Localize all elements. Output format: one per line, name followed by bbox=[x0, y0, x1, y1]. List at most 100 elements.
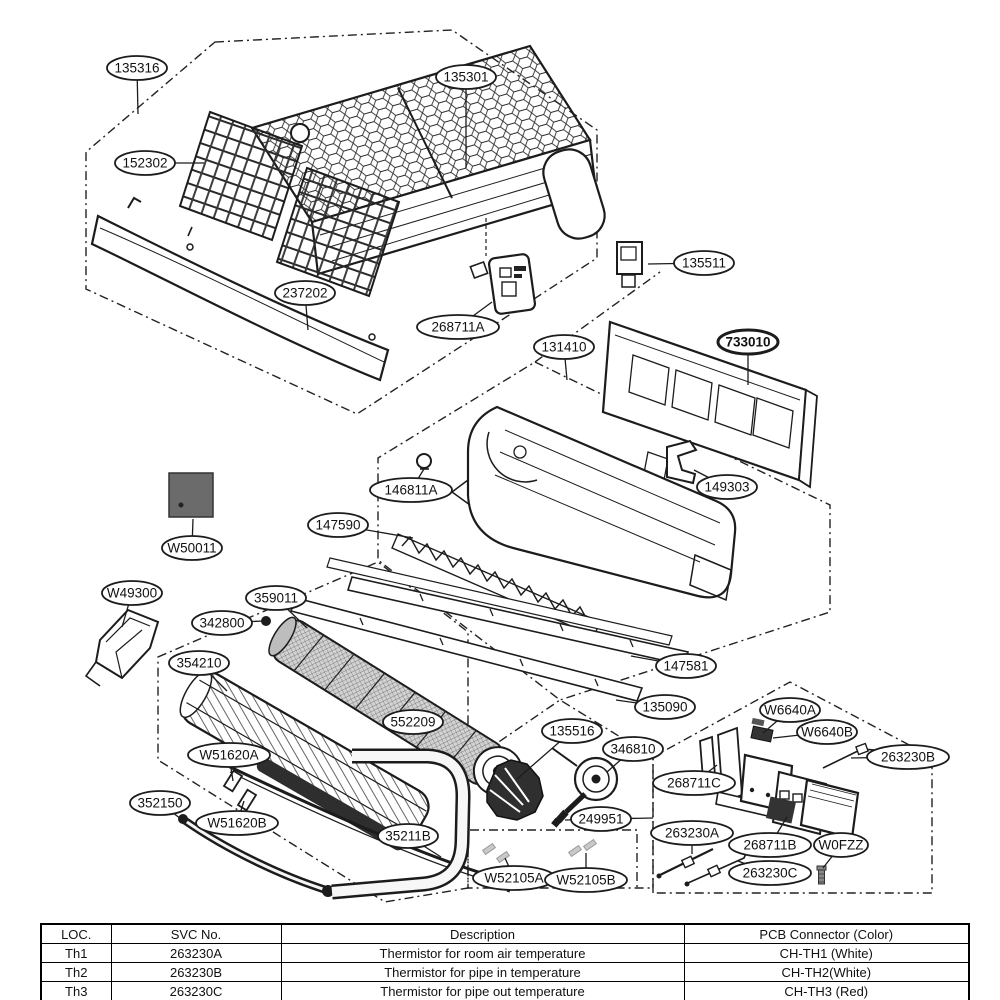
cell-pcb-connector: CH-TH3 (Red) bbox=[683, 981, 970, 1000]
cell-pcb-connector: CH-TH1 (White) bbox=[683, 943, 970, 963]
part-number: 346810 bbox=[610, 742, 655, 757]
callout-ellipse bbox=[634, 694, 696, 720]
cell-pcb-connector: CH-TH2(White) bbox=[683, 962, 970, 982]
part-label-W6640B: W6640B bbox=[772, 719, 858, 745]
callout-ellipse bbox=[813, 832, 869, 858]
part-number: 263230C bbox=[743, 866, 798, 881]
part-number: W6640B bbox=[801, 725, 853, 740]
part-label-W49300: W49300 bbox=[101, 580, 163, 628]
part-number: W51620A bbox=[199, 748, 258, 763]
callout-ellipse bbox=[187, 742, 271, 768]
part-bearing-342800 bbox=[261, 616, 271, 626]
part-label-263230B: 263230B bbox=[850, 744, 950, 770]
cell-svc: 263230B bbox=[110, 962, 282, 982]
part-label-W52105B: W52105B bbox=[544, 853, 628, 893]
thermistor-table: LOC. SVC No. Description PCB Connector (… bbox=[40, 923, 970, 1000]
part-number: 263230A bbox=[665, 826, 719, 841]
part-fan-motor bbox=[551, 747, 619, 828]
part-pipe-couplings bbox=[222, 764, 513, 893]
part-label-352150: 352150 bbox=[129, 790, 191, 820]
col-header-description: Description bbox=[280, 923, 685, 944]
callout-ellipse bbox=[101, 580, 163, 606]
part-label-135316: 135316 bbox=[106, 55, 168, 115]
callout-ellipse bbox=[696, 474, 758, 500]
part-number: W50011 bbox=[167, 541, 216, 556]
part-number: 135301 bbox=[443, 70, 488, 85]
part-number: W49300 bbox=[107, 586, 157, 601]
callout-ellipse bbox=[650, 820, 734, 846]
callout-ellipse bbox=[369, 477, 453, 503]
callout-ellipse bbox=[161, 535, 223, 561]
part-label-359011: 359011 bbox=[245, 585, 308, 629]
part-number: 359011 bbox=[254, 591, 298, 606]
part-label-135511: 135511 bbox=[647, 250, 735, 276]
callout-ellipse bbox=[796, 719, 858, 745]
callout-ellipse bbox=[570, 806, 632, 832]
part-label-263230A: 263230A bbox=[650, 820, 734, 854]
part-label-W0FZZ: W0FZZ bbox=[813, 832, 869, 869]
callout-ellipse bbox=[866, 744, 950, 770]
part-number: W6640A bbox=[764, 703, 816, 718]
part-label-263230C: 263230C bbox=[728, 860, 812, 886]
part-number: W51620B bbox=[207, 816, 266, 831]
part-number: 268711B bbox=[743, 838, 796, 853]
callout-ellipse bbox=[728, 860, 812, 886]
part-label-268711A: 268711A bbox=[416, 301, 500, 340]
cell-svc: 263230A bbox=[110, 943, 282, 963]
callout-ellipse bbox=[274, 280, 336, 306]
part-number: 131410 bbox=[541, 340, 586, 355]
cell-loc: Th2 bbox=[40, 962, 112, 982]
callout-ellipse bbox=[245, 585, 307, 611]
part-number: 149303 bbox=[704, 480, 749, 495]
part-label-237202: 237202 bbox=[274, 280, 336, 331]
part-number: 352150 bbox=[137, 796, 182, 811]
part-number: W52105A bbox=[484, 871, 543, 886]
callout-ellipse bbox=[673, 250, 735, 276]
cell-description: Thermistor for pipe out temperature bbox=[280, 981, 685, 1000]
cell-svc: 263230C bbox=[110, 981, 282, 1000]
part-label-131410: 131410 bbox=[533, 334, 595, 381]
cell-loc: Th1 bbox=[40, 943, 112, 963]
part-bracket-w49300 bbox=[84, 608, 160, 687]
part-display-assembly bbox=[469, 253, 537, 315]
callout-ellipse bbox=[716, 328, 780, 356]
callout-ellipse bbox=[168, 650, 230, 676]
part-label-552209: 552209 bbox=[382, 709, 444, 735]
part-number: 342800 bbox=[199, 616, 244, 631]
part-label-268711C: 268711C bbox=[652, 764, 736, 796]
col-header-pcb-connector: PCB Connector (Color) bbox=[683, 923, 970, 944]
part-drain-hose bbox=[178, 814, 334, 897]
part-number: W52105B bbox=[556, 873, 615, 888]
part-screw-w0fzz bbox=[816, 865, 827, 885]
part-label-W6640A: W6640A bbox=[759, 697, 821, 734]
part-air-filters bbox=[178, 110, 401, 298]
part-label-149303: 149303 bbox=[693, 469, 758, 500]
part-label-135516: 135516 bbox=[516, 718, 603, 780]
callout-ellipse bbox=[114, 150, 176, 176]
callout-ellipse bbox=[652, 770, 736, 796]
callout-ellipse bbox=[655, 653, 717, 679]
callout-ellipse bbox=[728, 832, 812, 858]
part-bracket-135511 bbox=[616, 241, 643, 288]
part-number: 733010 bbox=[725, 335, 770, 350]
part-label-147590: 147590 bbox=[307, 512, 414, 539]
part-label-268711B: 268711B bbox=[728, 816, 812, 858]
col-header-svc: SVC No. bbox=[110, 923, 282, 944]
callout-ellipse bbox=[307, 512, 369, 538]
part-label-W50011: W50011 bbox=[161, 518, 223, 561]
part-label-147581: 147581 bbox=[630, 653, 717, 679]
part-number: 146811A bbox=[384, 483, 437, 498]
part-number: 152302 bbox=[122, 156, 167, 171]
part-number: 237202 bbox=[282, 286, 327, 301]
callout-ellipse bbox=[759, 697, 821, 723]
part-label-135301: 135301 bbox=[435, 64, 497, 168]
part-insulation-w50011 bbox=[168, 472, 214, 518]
callout-ellipse bbox=[416, 314, 500, 340]
cell-loc: Th3 bbox=[40, 981, 112, 1000]
part-number: 268711C bbox=[667, 776, 721, 791]
callout-ellipse bbox=[541, 718, 603, 744]
part-number: 268711A bbox=[431, 320, 484, 335]
part-label-146811A: 146811A bbox=[369, 468, 453, 503]
callout-ellipse bbox=[195, 810, 279, 836]
part-number-callouts: 135316 135301 152302 237202 268711A 135511 131… bbox=[101, 55, 950, 893]
